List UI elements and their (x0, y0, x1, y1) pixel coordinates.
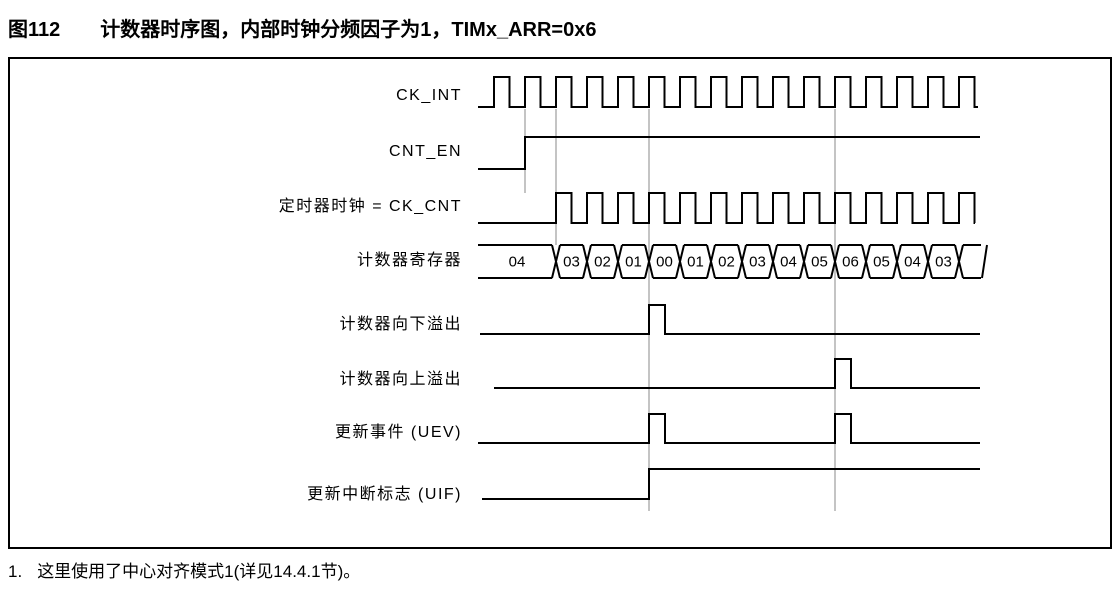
signal-label-counter-register: 计数器寄存器 (356, 252, 462, 269)
svg-text:00: 00 (656, 254, 673, 271)
svg-text:03: 03 (935, 254, 952, 271)
svg-text:04: 04 (509, 254, 526, 271)
signal-label-ck-cnt: 定时器时钟 = CK_CNT (278, 198, 462, 215)
svg-text:01: 01 (625, 254, 642, 271)
svg-text:05: 05 (811, 254, 828, 271)
svg-text:02: 02 (594, 254, 611, 271)
signal-label-underflow: 计数器向下溢出 (339, 316, 462, 333)
svg-text:03: 03 (563, 254, 580, 271)
svg-text:03: 03 (749, 254, 766, 271)
signal-label-overflow: 计数器向上溢出 (339, 371, 462, 388)
signal-label-cnt-en: CNT_EN (388, 143, 462, 160)
footnote-text: 这里使用了中心对齐模式1(详见14.4.1节)。 (37, 562, 361, 581)
svg-text:04: 04 (780, 254, 797, 271)
svg-text:05: 05 (873, 254, 890, 271)
footnote: 1. 这里使用了中心对齐模式1(详见14.4.1节)。 (8, 557, 360, 582)
figure-title: 图112 计数器时序图，内部时钟分频因子为1，TIMx_ARR=0x6 (8, 13, 596, 42)
svg-text:02: 02 (718, 254, 735, 271)
svg-text:06: 06 (842, 254, 859, 271)
signal-label-ck-int: CK_INT (396, 87, 462, 104)
svg-text:04: 04 (904, 254, 921, 271)
figure-number: 图112 (8, 19, 61, 41)
signal-label-uif: 更新中断标志 (UIF) (307, 486, 462, 503)
figure-caption: 计数器时序图，内部时钟分频因子为1，TIMx_ARR=0x6 (100, 19, 597, 41)
diagram-box (8, 57, 1112, 549)
footnote-number: 1. (8, 562, 23, 581)
svg-text:01: 01 (687, 254, 704, 271)
signal-label-uev: 更新事件 (UEV) (334, 424, 462, 441)
